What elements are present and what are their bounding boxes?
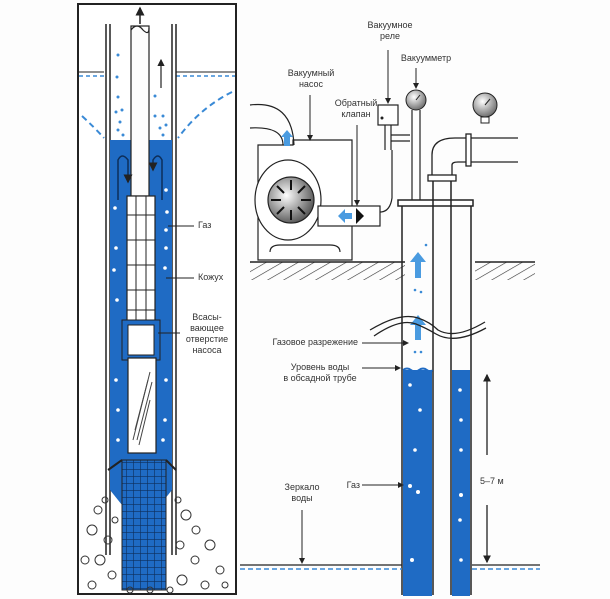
gas-bubbles-right: [408, 383, 463, 562]
gravel-pack: [80, 496, 229, 594]
gas-bubbles-upper: [114, 53, 168, 137]
label-vacuum-gauge: Вакуумметр: [400, 53, 452, 63]
label-casing: Кожух: [198, 272, 224, 282]
outlet-pressure-gauge: [472, 92, 498, 124]
well-casing-right: [397, 181, 474, 595]
gas-flow-arrow-icon: [410, 252, 426, 278]
gas-bubbles-air: [413, 243, 428, 354]
pump-outlet-arrow-icon: [281, 130, 293, 146]
label-check-valve: Обратный клапан: [334, 98, 378, 119]
left-leader-lines: [158, 225, 194, 334]
casing-water-right: [403, 370, 432, 596]
label-pump-intake: Всасы- вающее отверстие насоса: [185, 312, 229, 355]
vacuum-relay: [377, 104, 410, 213]
riser-pipe: [130, 25, 150, 197]
label-vacuum-relay: Вакуумное реле: [367, 20, 413, 41]
label-water-table: Зеркало воды: [284, 482, 320, 503]
drawdown-cone: [81, 91, 233, 139]
vacuum-pump: [249, 103, 381, 261]
label-gas-rarefaction: Газовое разрежение: [272, 337, 358, 347]
well-screen: [121, 459, 167, 591]
submersible-pump: [121, 195, 161, 454]
static-water-level: [79, 71, 235, 77]
water-table: [240, 564, 540, 570]
right-leader-lines: [299, 50, 419, 564]
discharge-pipe: [427, 133, 518, 182]
gas-flow-arrow-lower-icon: [410, 315, 426, 340]
left-well-panel: [77, 3, 237, 595]
label-gas-right: Газ: [346, 480, 360, 490]
gas-bubbles-water: [112, 188, 169, 442]
suction-arrow-icon: [338, 209, 352, 223]
vacuum-gauge: [405, 89, 427, 200]
check-valve-icon: [356, 208, 364, 224]
circulation-arrows: [117, 155, 163, 200]
ground-right: [475, 262, 535, 280]
cable: [369, 315, 486, 335]
label-depth: 5–7 м: [480, 476, 504, 486]
label-water-level-casing: Уровень воды в обсадной трубе: [283, 362, 357, 383]
label-vacuum-pump: Вакуумный насос: [287, 68, 335, 89]
label-gas-left: Газ: [198, 220, 212, 230]
ground-left: [250, 262, 405, 280]
right-well-panel: [240, 50, 540, 596]
